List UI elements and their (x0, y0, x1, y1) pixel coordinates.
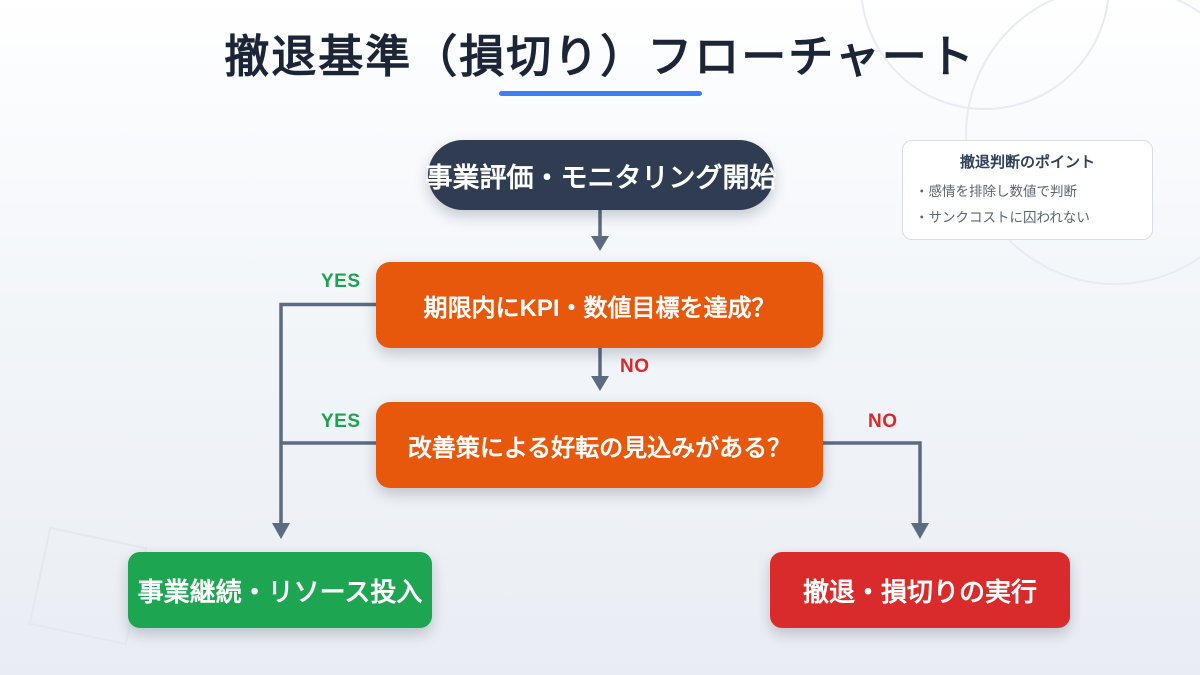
note-item: ・サンクコストに囚われない (915, 210, 1090, 226)
arrowhead-withdraw (911, 523, 929, 539)
connector-kpi-yes (279, 302, 376, 524)
page-title: 撤退基準（損切り）フローチャート (224, 31, 976, 82)
arrowhead-start-to-kpi (591, 236, 609, 251)
title-underline (499, 91, 702, 96)
label-kpi-yes: YES (321, 271, 361, 292)
node-decision-kpi: 期限内にKPI・数値目標を達成？ (376, 262, 823, 348)
node-start: 事業評価・モニタリング開始 (426, 140, 777, 210)
label-improvement-no: NO (868, 411, 898, 432)
arrowhead-kpi-no (591, 376, 609, 391)
node-outcome-continue: 事業継続・リソース投入 (128, 552, 432, 628)
note-card: 撤退判断のポイント ・感情を排除し数値で判断 ・サンクコストに囚われない (902, 140, 1153, 240)
arrowhead-continue (272, 523, 290, 539)
connector-improvement-no (823, 441, 922, 524)
label-kpi-no: NO (620, 356, 650, 377)
note-item: ・感情を排除し数値で判断 (915, 184, 1077, 199)
label-improvement-yes: YES (321, 411, 361, 432)
node-outcome-withdraw: 撤退・損切りの実行 (770, 552, 1070, 628)
note-title: 撤退判断のポイント (959, 154, 1095, 171)
node-decision-improvement: 改善策による好転の見込みがある？ (376, 402, 823, 488)
